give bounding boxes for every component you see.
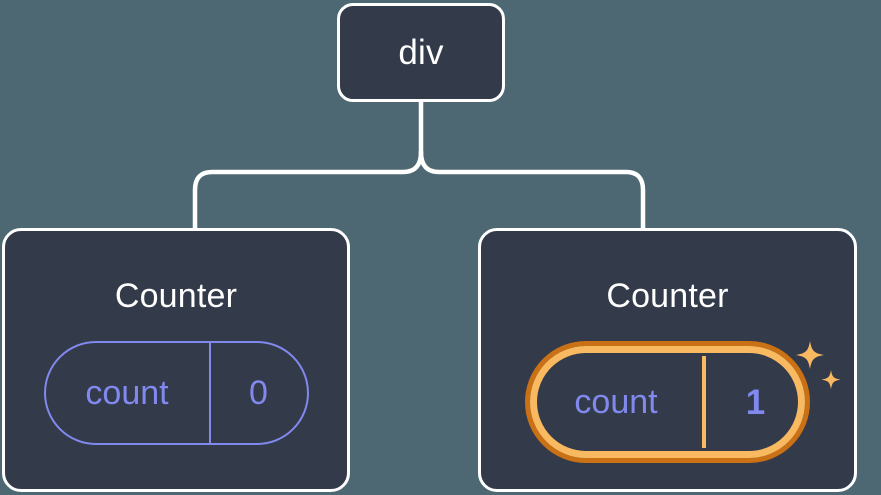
state-pill-right-highlighted[interactable]: count 1 (525, 341, 810, 463)
tree-node-counter-right[interactable]: Counter count 1 (478, 228, 857, 492)
state-value-cell-left: 0 (208, 343, 307, 443)
tree-node-counter-left[interactable]: Counter count 0 (2, 228, 350, 492)
state-pill-wrapper-left: count 0 (5, 341, 347, 445)
state-value-cell-right: 1 (702, 356, 805, 448)
state-key-cell-right: count (530, 346, 702, 458)
state-pill-wrapper-right: count 1 (481, 341, 854, 463)
state-key-label-right: count (574, 383, 658, 421)
state-key-label-left: count (85, 374, 169, 412)
edge-to-left-child (192, 149, 424, 231)
tree-node-div[interactable]: div (337, 3, 505, 102)
node-label-counter-right: Counter (606, 277, 729, 315)
state-value-label-left: 0 (249, 374, 268, 412)
state-value-label-right: 1 (745, 382, 766, 422)
node-label-counter-left: Counter (114, 277, 238, 315)
sparkle-small-icon (821, 370, 841, 390)
state-pill-left[interactable]: count 0 (43, 341, 309, 445)
state-key-cell-left: count (46, 343, 209, 443)
node-label-div: div (398, 33, 444, 72)
edge-to-right-child (418, 149, 646, 231)
